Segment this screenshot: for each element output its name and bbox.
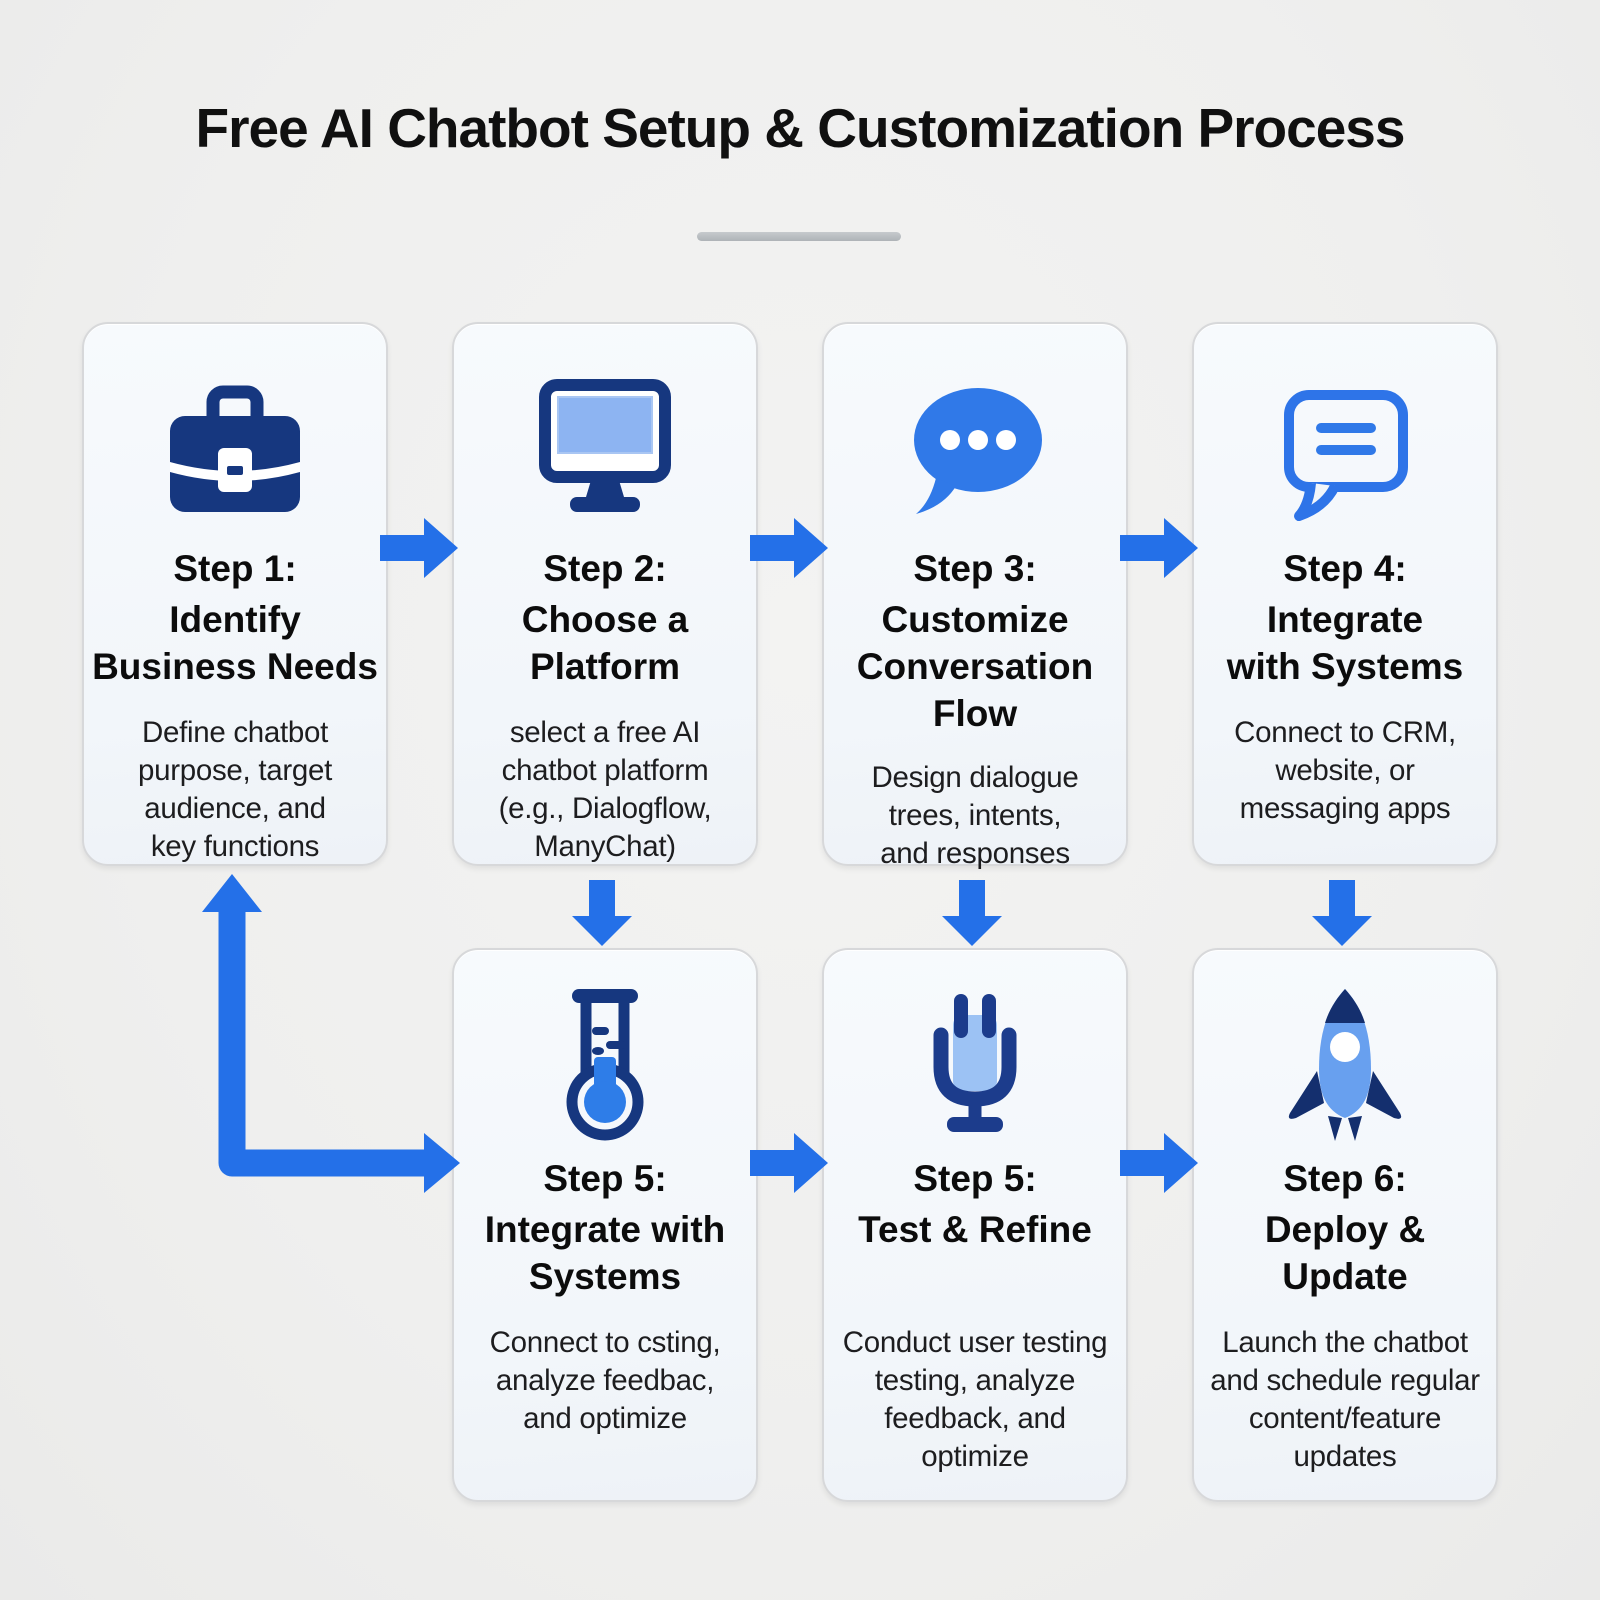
arrow-step4-down	[1310, 880, 1374, 946]
step-label: Step 3:	[913, 548, 1037, 589]
step-description: Launch the chatbot and schedule regular …	[1210, 1326, 1480, 1473]
step-heading: Identify Business Needs	[92, 599, 378, 687]
arrow-step2-to-step3	[750, 516, 828, 580]
step-description: Conduct user testing testing, analyze fe…	[842, 1326, 1108, 1473]
arrow-step5b-to-step6	[1120, 1131, 1198, 1195]
step-heading: Test & Refine	[858, 1209, 1092, 1250]
step-label: Step 5:	[543, 1158, 667, 1199]
arrow-elbow-step1-step5	[190, 866, 480, 1196]
test-tube-icon	[454, 982, 756, 1148]
card-step-1: Step 1: Identify Business Needs Define c…	[82, 322, 388, 866]
step-description: Define chatbot purpose, target audience,…	[138, 716, 332, 863]
step-heading: Deploy & Update	[1264, 1209, 1426, 1297]
step-description: select a free AI chatbot platform (e.g.,…	[498, 716, 712, 863]
monitor-icon	[454, 372, 756, 538]
card-step-3: Step 3: Customize Conversation Flow Desi…	[822, 322, 1128, 870]
step-heading: Customize Conversation Flow	[856, 599, 1094, 734]
card-step-6: Step 6: Deploy & Update Launch the chatb…	[1192, 948, 1498, 1502]
microphone-icon	[824, 982, 1126, 1148]
title-divider	[697, 232, 901, 241]
arrow-step5-to-step5b	[750, 1131, 828, 1195]
step-description: Design dialogue trees, intents, and resp…	[871, 761, 1079, 870]
card-step-5a: Step 5: Integrate with Systems Connect t…	[452, 948, 758, 1502]
page-title: Free AI Chatbot Setup & Customization Pr…	[195, 97, 1406, 159]
speech-bubble-dots-icon	[824, 372, 1126, 538]
arrow-step1-to-step2	[380, 516, 458, 580]
arrow-step2-down	[570, 880, 634, 946]
briefcase-icon	[84, 372, 386, 538]
card-step-2: Step 2: Choose a Platform select a free …	[452, 322, 758, 866]
step-label: Step 4:	[1283, 548, 1407, 589]
arrow-step3-down	[940, 880, 1004, 946]
step-label: Step 5:	[913, 1158, 1037, 1199]
step-heading: Integrate with Systems	[1226, 599, 1464, 687]
step-description: Connect to CRM, website, or messaging ap…	[1234, 716, 1456, 825]
step-heading: Choose a Platform	[521, 599, 689, 687]
arrow-step3-to-step4	[1120, 516, 1198, 580]
card-step-4: Step 4: Integrate with Systems Connect t…	[1192, 322, 1498, 866]
chat-bubble-lines-icon	[1194, 372, 1496, 538]
card-step-5b: Step 5: Test & Refine Conduct user testi…	[822, 948, 1128, 1502]
step-label: Step 1:	[173, 548, 297, 589]
rocket-icon	[1194, 982, 1496, 1148]
step-label: Step 6:	[1283, 1158, 1407, 1199]
step-label: Step 2:	[543, 548, 667, 589]
step-heading: Integrate with Systems	[484, 1209, 726, 1297]
step-description: Connect to csting, analyze feedbac, and …	[489, 1326, 721, 1435]
